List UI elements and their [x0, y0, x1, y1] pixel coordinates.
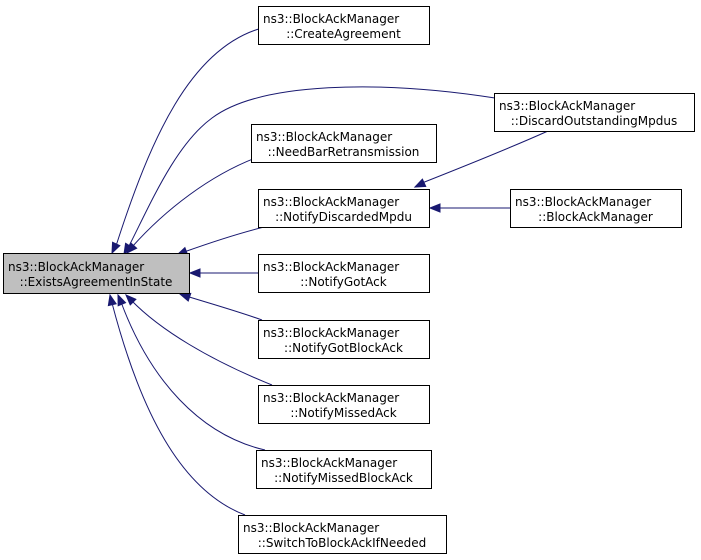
node-box [3, 253, 190, 294]
edge-line [111, 302, 246, 516]
edge-line [183, 226, 265, 253]
node-box[interactable] [251, 124, 437, 163]
node-create[interactable]: ns3::BlockAckManager::CreateAgreement [258, 6, 430, 45]
node-label-class: ns3::BlockAckManager [263, 12, 399, 26]
node-label-method: ::ExistsAgreementInState [20, 275, 173, 289]
node-label-class: ns3::BlockAckManager [256, 130, 392, 144]
node-label-method: ::NeedBarRetransmission [268, 145, 420, 159]
node-box[interactable] [258, 189, 430, 228]
node-label-class: ns3::BlockAckManager [263, 260, 399, 274]
node-label-method: ::DiscardOutstandingMpdus [511, 114, 678, 128]
nodes-layer: ns3::BlockAckManager::ExistsAgreementInS… [3, 6, 695, 554]
node-label-class: ns3::BlockAckManager [261, 456, 397, 470]
node-box[interactable] [258, 320, 430, 359]
node-gotblockack[interactable]: ns3::BlockAckManager::NotifyGotBlockAck [258, 320, 430, 359]
node-label-method: ::NotifyGotBlockAck [284, 341, 403, 355]
edge-gotblockack-to-exists [178, 292, 263, 321]
node-label-class: ns3::BlockAckManager [263, 326, 399, 340]
edge-line [130, 299, 273, 386]
edge-line [185, 295, 263, 321]
node-label-method: ::NotifyMissedBlockAck [274, 471, 413, 485]
node-label-method: ::NotifyMissedAck [290, 406, 396, 420]
node-box[interactable] [258, 385, 430, 424]
node-switch[interactable]: ns3::BlockAckManager::SwitchToBlockAckIf… [238, 515, 447, 554]
node-label-class: ns3::BlockAckManager [243, 521, 379, 535]
node-exists: ns3::BlockAckManager::ExistsAgreementInS… [3, 253, 190, 294]
edge-missedack-to-exists [125, 294, 273, 386]
edge-needbar-to-exists [126, 156, 259, 255]
node-gotack[interactable]: ns3::BlockAckManager::NotifyGotAck [258, 254, 430, 293]
node-ctor[interactable]: ns3::BlockAckManager::BlockAckManager [510, 189, 682, 228]
node-box[interactable] [258, 254, 430, 293]
node-notify_disc[interactable]: ns3::BlockAckManager::NotifyDiscardedMpd… [258, 189, 430, 228]
edge-line [421, 130, 549, 184]
edge-arrowhead [126, 242, 138, 255]
node-box[interactable] [238, 515, 447, 554]
edge-arrowhead [428, 203, 441, 213]
node-label-method: ::CreateAgreement [286, 27, 401, 41]
edge-gotack-to-exists [188, 268, 258, 278]
node-label-class: ns3::BlockAckManager [263, 195, 399, 209]
edge-ctor-to-notify_disc [428, 203, 511, 213]
edge-switch-to-exists [107, 293, 246, 516]
node-box[interactable] [510, 189, 682, 228]
edge-arrowhead [125, 294, 137, 306]
node-missedack[interactable]: ns3::BlockAckManager::NotifyMissedAck [258, 385, 430, 424]
edge-notify_disc-to-exists [175, 226, 265, 256]
node-label-method: ::NotifyDiscardedMpdu [275, 210, 412, 224]
node-needbar[interactable]: ns3::BlockAckManager::NeedBarRetransmiss… [251, 124, 437, 163]
edge-discard_out-to-notify_disc [413, 130, 549, 188]
node-label-method: ::BlockAckManager [538, 210, 653, 224]
edge-line [115, 27, 263, 247]
node-label-method: ::SwitchToBlockAckIfNeeded [258, 536, 427, 550]
edge-create-to-exists [111, 27, 263, 255]
edge-line [131, 156, 259, 248]
edge-arrowhead [111, 241, 121, 255]
node-box[interactable] [256, 450, 432, 489]
edge-line [127, 86, 496, 249]
edge-discard_out-to-exists [123, 86, 496, 256]
edge-arrowhead [178, 292, 192, 302]
node-discard_out[interactable]: ns3::BlockAckManager::DiscardOutstanding… [494, 93, 695, 132]
node-missedblockack[interactable]: ns3::BlockAckManager::NotifyMissedBlockA… [256, 450, 432, 489]
edge-missedblockack-to-exists [117, 293, 266, 451]
node-label-class: ns3::BlockAckManager [515, 195, 651, 209]
edge-arrowhead [188, 268, 201, 278]
edge-arrowhead [413, 178, 427, 188]
node-label-class: ns3::BlockAckManager [8, 260, 144, 274]
node-box[interactable] [258, 6, 430, 45]
edge-arrowhead [107, 293, 117, 307]
node-label-class: ns3::BlockAckManager [263, 391, 399, 405]
edge-arrowhead [117, 293, 127, 307]
node-label-class: ns3::BlockAckManager [499, 99, 635, 113]
edge-line [120, 301, 266, 451]
node-label-method: ::NotifyGotAck [300, 275, 387, 289]
node-box[interactable] [494, 93, 695, 132]
